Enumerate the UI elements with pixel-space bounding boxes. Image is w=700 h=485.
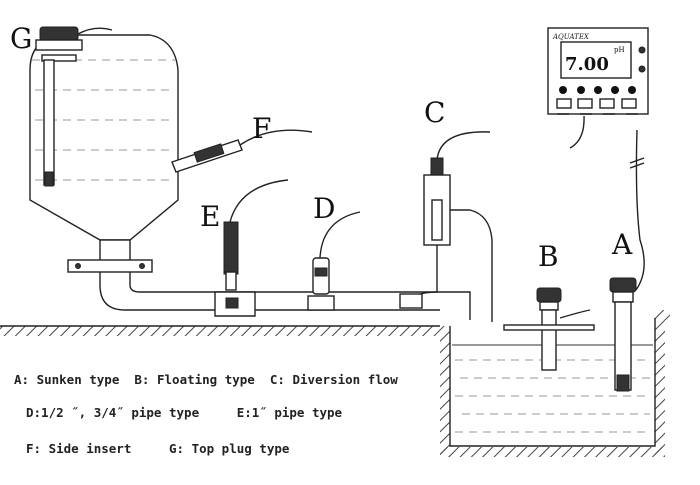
legend-line-3: F: Side insert G: Top plug type <box>26 441 290 456</box>
ph-meter: AQUATEX 7.00 pH <box>547 27 649 149</box>
legend-line-1: A: Sunken type B: Floating type C: Diver… <box>14 372 398 387</box>
label-b: B <box>538 240 559 273</box>
meter-unit: pH <box>614 46 625 54</box>
probe-g-top-plug <box>35 26 113 187</box>
label-d: D <box>313 192 335 225</box>
label-e: E <box>200 200 220 233</box>
probe-e-1in-pipe <box>214 179 289 317</box>
meter-brand: AQUATEX <box>552 33 590 41</box>
meter-button <box>559 86 567 94</box>
label-g: G <box>10 22 32 55</box>
probe-f-side-insert <box>171 129 313 173</box>
legend-line-2: D:1/2 ˝, 3/4˝ pipe type E:1˝ pipe type <box>26 405 343 420</box>
probe-a-sunken <box>609 129 645 392</box>
vessel <box>29 34 471 320</box>
probe-c-diversion-flow <box>399 131 493 322</box>
ground <box>0 310 670 336</box>
meter-display <box>560 41 632 79</box>
label-f: F <box>252 112 271 145</box>
probe-d-half-inch-pipe <box>307 211 361 311</box>
meter-reading: 7.00 <box>565 54 609 75</box>
label-a: A <box>611 228 633 261</box>
label-c: C <box>424 96 445 129</box>
probe-b-floating <box>503 287 595 371</box>
